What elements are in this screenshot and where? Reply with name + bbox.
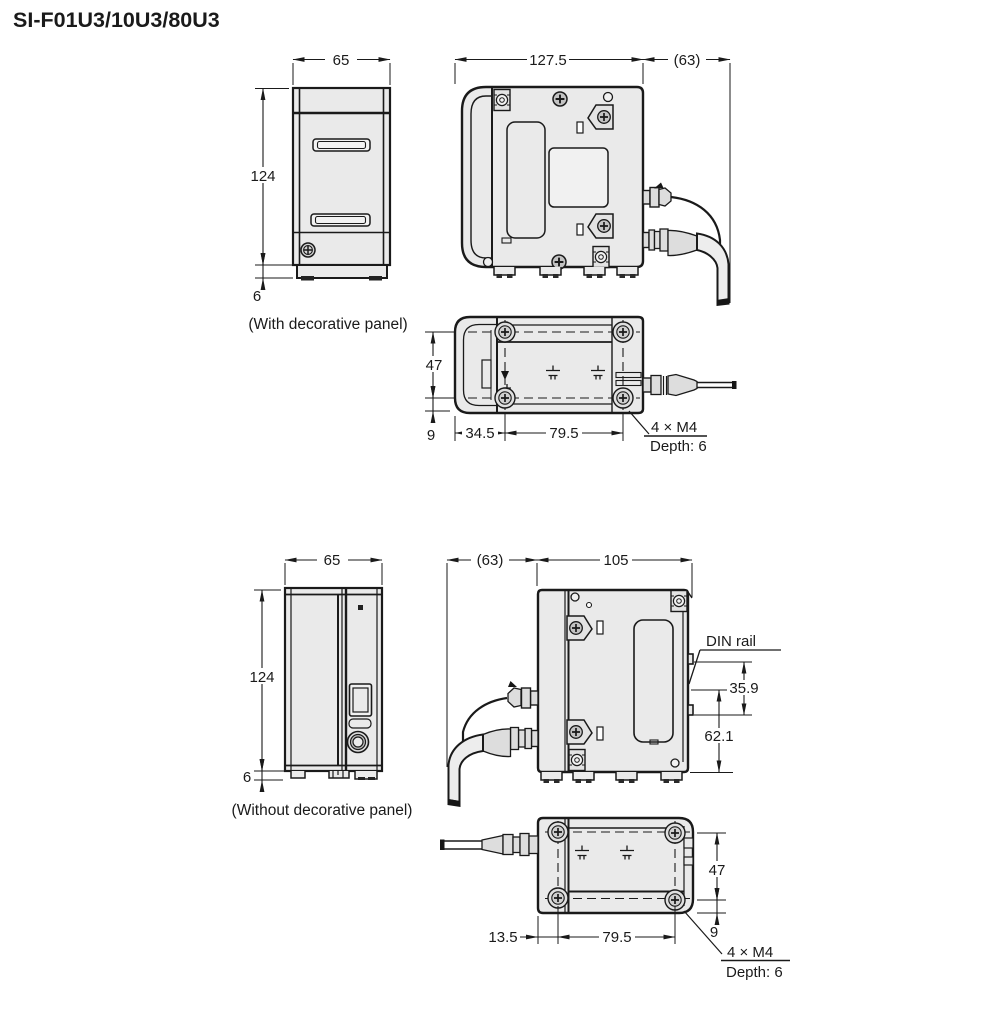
dim-din-span: 62.1 [704,728,733,745]
cable-connector-lower [447,726,539,807]
screw-icon [551,254,567,270]
mount-screw-icon [612,387,634,409]
side-view-with-panel: 65 124 6 (With decorative [247,52,408,333]
foot [616,266,639,279]
screw-note-line1: 4 × M4 [651,419,697,436]
handle-slot [312,138,371,152]
screw-note-line1: 4 × M4 [727,944,773,961]
label-recess [506,121,546,239]
mount-screw-icon [664,822,686,844]
cable [444,840,482,850]
cable-connector-side [642,373,737,397]
dim-cable-clearance: (63) [477,552,504,569]
dim-screw-pitch-x: 79.5 [549,425,578,442]
dim-side-height: 124 [250,168,275,185]
mount-screw-icon [547,821,569,843]
dim-din-width: 35.9 [729,680,758,697]
device-body [536,816,695,915]
dim-side-base: 6 [243,769,251,786]
screw-icon [592,245,610,269]
dim-cable-clearance: (63) [674,52,701,69]
screw-note-line2: Depth: 6 [650,438,707,455]
foot [583,266,606,279]
mount-screw-icon [494,321,516,343]
foot [615,771,638,784]
mount-screw-icon [494,387,516,409]
fiber-cable [461,696,508,750]
side-view-without-panel: 65 124 6 [232,552,413,819]
page-title: SI-F01U3/10U3/80U3 [13,8,220,32]
top-view-with-panel: 47 9 34.5 79.5 4 × M4 Depth: 6 [420,315,737,455]
fiber-connector-upper [461,681,539,750]
indicator-led [358,605,363,610]
dim-front-width: 127.5 [529,52,567,69]
din-rail-label: DIN rail [706,633,756,650]
device-body [291,86,392,267]
base-plate [296,264,388,281]
foot [493,266,516,279]
screw-note-line2: Depth: 6 [726,964,783,981]
cable [447,733,484,804]
caption-without-panel: (Without decorative panel) [232,802,413,819]
din-tab [687,653,694,665]
screw-icon [493,88,511,112]
cable [696,232,730,305]
dim-front-width: 105 [603,552,628,569]
dim-screw-span-y: 47 [709,862,726,879]
screw-icon [568,748,586,772]
feet [290,771,378,780]
foot [540,771,563,784]
dim-screw-pitch-x: 79.5 [602,929,631,946]
dim-side-width: 65 [333,52,350,69]
cable-connector-side [440,832,539,857]
cable-connector-lower [642,228,730,306]
dim-edge-screw-y: 9 [710,924,718,941]
center-recess [548,147,609,208]
screw-icon [300,242,316,258]
dim-edge-screw-x: 13.5 [488,929,517,946]
dim-edge-screw-y: 9 [427,427,435,444]
din-tab [687,704,694,716]
caption-with-panel: (With decorative panel) [248,316,407,333]
cable [697,381,733,389]
round-connector [346,730,370,754]
bottom-view-without-panel: 47 9 13.5 79.5 4 × M4 Depth: 6 [440,816,790,981]
foot [539,266,562,279]
fiber-connector-upper [642,182,722,258]
din-rail-channel [633,619,674,743]
switch-window [348,683,373,717]
dim-side-base: 6 [253,288,261,305]
front-view-with-panel: 127.5 (63) [454,52,731,306]
mount-screw-icon [547,887,569,909]
foot [572,771,595,784]
screw-icon [552,91,568,107]
mount-screw-icon [612,321,634,343]
dim-screw-span-y: 47 [426,357,443,374]
front-view-without-panel: (63) 105 [446,552,781,807]
fiber-cable [670,195,722,258]
dim-edge-screw-x: 34.5 [465,425,494,442]
dim-side-height: 124 [249,669,274,686]
screw-icon [670,589,688,613]
dim-side-width: 65 [324,552,341,569]
foot [660,771,683,784]
handle-slot [310,213,371,227]
